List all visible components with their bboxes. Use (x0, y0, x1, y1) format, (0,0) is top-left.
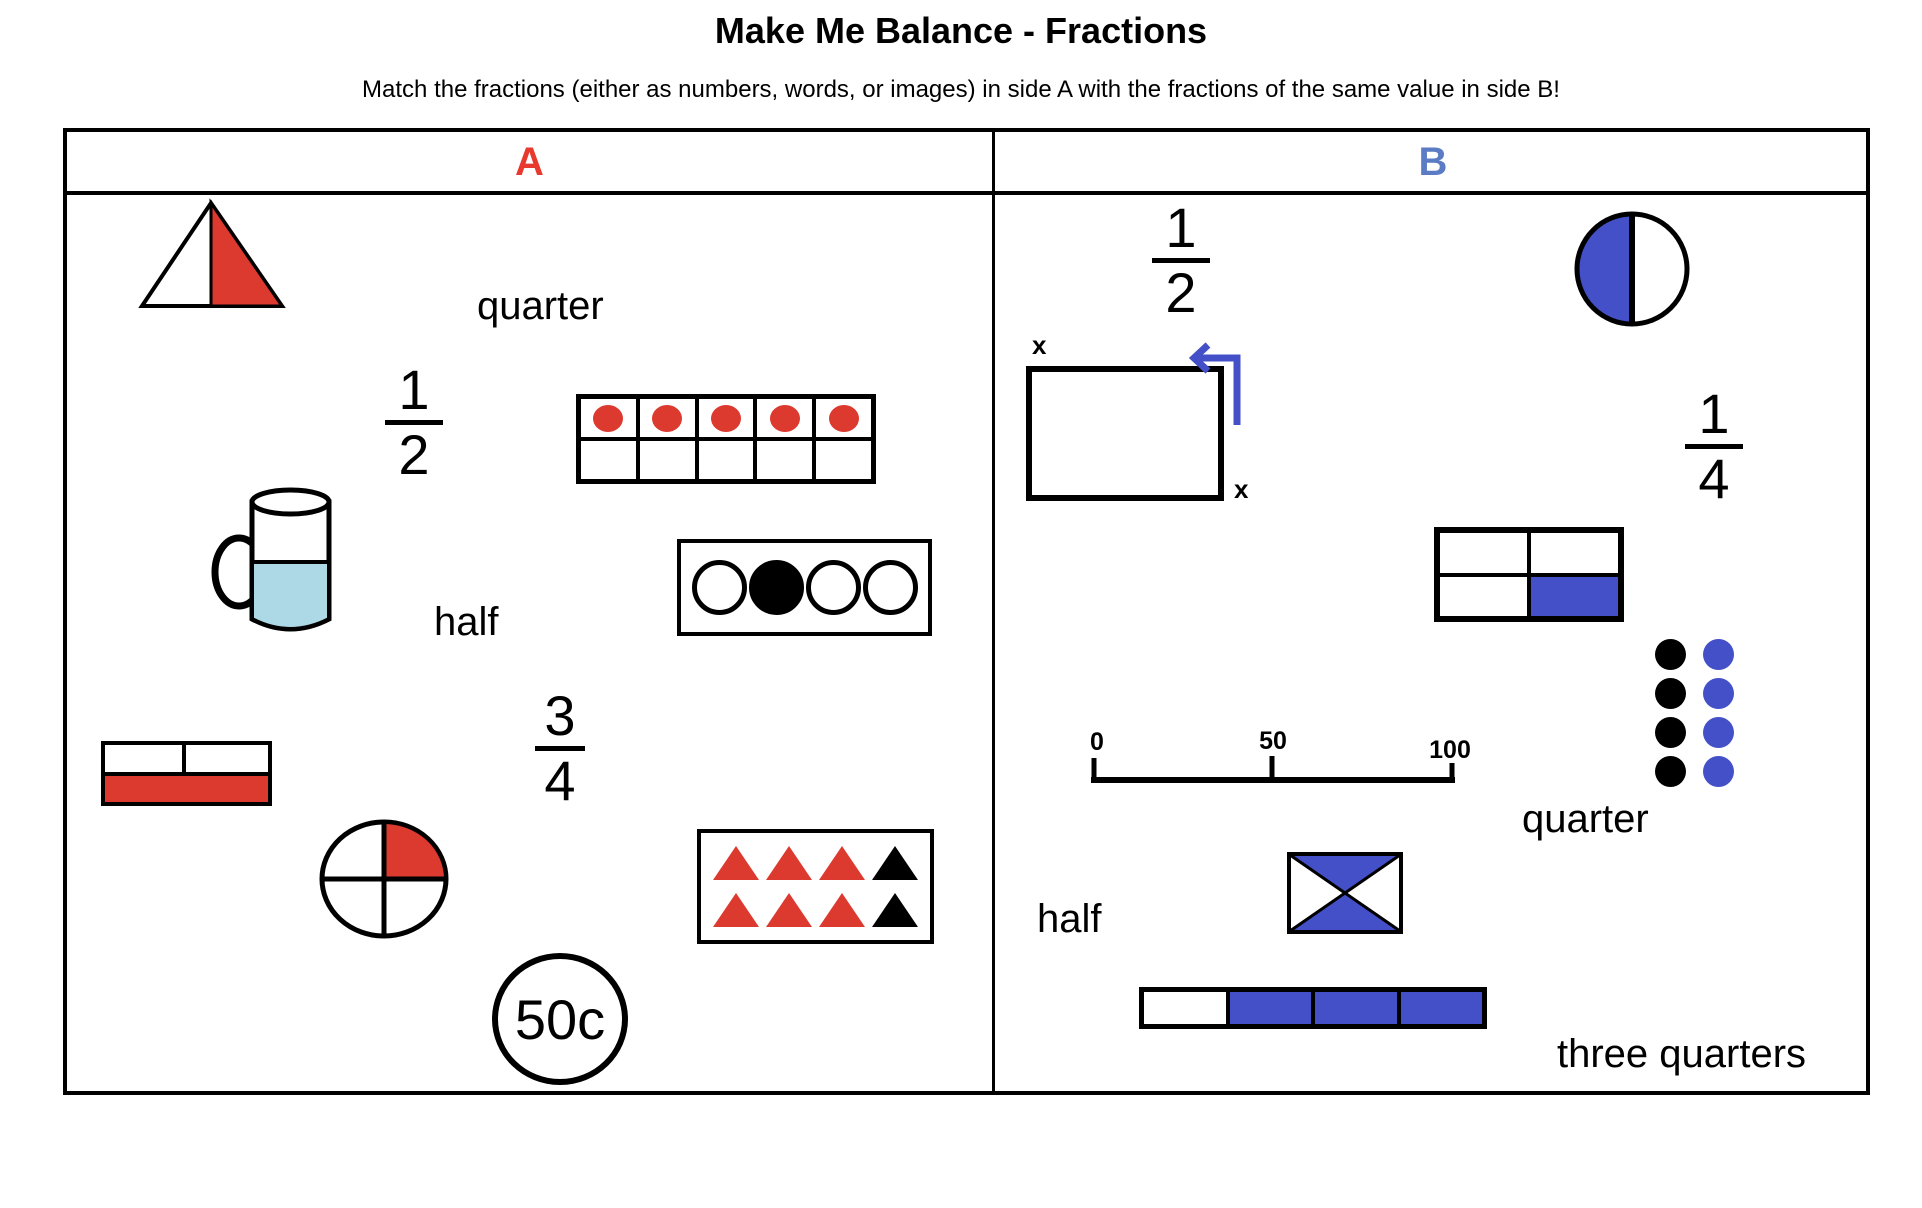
rect-corner-label-bottom: x (1234, 474, 1249, 504)
grid-cell (1438, 531, 1529, 575)
fraction-bar (385, 420, 443, 426)
fraction-bar-half-red-icon (101, 741, 272, 806)
strip-cell-shaded (1398, 990, 1484, 1026)
triangle-half-red-icon (138, 198, 286, 308)
word-quarter-a: quarter (477, 284, 604, 328)
dot-array-icon (1655, 639, 1734, 787)
fraction-denominator: 2 (398, 423, 430, 487)
fifty-cent-coin-icon: 50c (492, 953, 628, 1085)
blue-dot-icon (1703, 678, 1734, 709)
counter-circle-filled (748, 560, 804, 615)
fraction-numerator: 3 (544, 684, 576, 747)
circle-quarter-red-icon (319, 819, 449, 939)
black-dot-icon (1655, 678, 1686, 709)
fraction-bar (1685, 444, 1743, 450)
strip-cell-shaded (1227, 990, 1313, 1026)
fraction-denominator: 4 (1698, 447, 1730, 511)
fraction-one-half-b: 1 2 (1146, 196, 1216, 325)
word-three-quarters-b: three quarters (1557, 1032, 1807, 1076)
fraction-one-half-a: 1 2 (379, 358, 449, 487)
blue-dot-icon (1703, 717, 1734, 748)
black-dot-icon (1655, 756, 1686, 787)
circle-half-blue-icon (1574, 211, 1690, 327)
fraction-bar (1152, 258, 1210, 264)
red-triangle-icon (713, 846, 759, 880)
counter-strip-icon (677, 539, 932, 636)
word-half-a: half (434, 600, 499, 644)
grid-cell-shaded (1529, 574, 1620, 618)
fraction-bar-shaded (105, 771, 268, 802)
fraction-numerator: 1 (1698, 382, 1730, 445)
fraction-bar-cell (105, 745, 186, 772)
worksheet-table: A B quarter 1 2 half (63, 128, 1870, 1095)
red-dot-icon (710, 404, 741, 432)
fraction-numerator: 1 (1165, 196, 1197, 259)
coin-label: 50c (514, 987, 606, 1051)
blue-dot-icon (1703, 639, 1734, 670)
bowtie-half-blue-icon (1287, 852, 1403, 934)
black-triangle-icon (872, 846, 918, 880)
rect-corner-label-top: x (1032, 330, 1047, 360)
ten-frame-cell (579, 397, 638, 439)
strip-cell-shaded (1313, 990, 1399, 1026)
grid-cell (1438, 574, 1529, 618)
table-header-row (67, 132, 1866, 195)
fraction-bar-cell (186, 745, 268, 772)
red-triangle-icon (819, 893, 865, 927)
column-header-b: B (1418, 140, 1448, 184)
fraction-denominator: 2 (1165, 261, 1197, 325)
counter-circle (862, 560, 918, 615)
number-line-tick-label: 50 (1259, 727, 1287, 755)
empty-rectangle-icon (1026, 366, 1224, 501)
red-triangle-icon (819, 846, 865, 880)
number-line-tick-label: 100 (1429, 736, 1471, 764)
word-half-b: half (1037, 897, 1102, 941)
red-dot-icon (652, 404, 683, 432)
number-line-0-100-icon: 0 50 100 (1090, 727, 1471, 783)
strip-cell (1142, 990, 1228, 1026)
half-full-mug-icon (211, 487, 332, 632)
fraction-denominator: 4 (544, 749, 576, 813)
fraction-bar (535, 746, 585, 752)
red-triangle-icon (713, 893, 759, 927)
red-triangle-icon (766, 846, 812, 880)
black-dot-icon (1655, 717, 1686, 748)
ten-frame-cell (814, 439, 873, 481)
triangle-array-icon (697, 829, 934, 944)
ten-frame-cell (696, 397, 756, 439)
page-title: Make Me Balance - Fractions (714, 10, 1208, 51)
ten-frame-icon (576, 394, 876, 484)
red-dot-icon (828, 404, 859, 432)
column-header-a: A (515, 140, 544, 184)
grid-2x2-quarter-blue-icon (1434, 527, 1624, 622)
blue-dot-icon (1703, 756, 1734, 787)
black-dot-icon (1655, 639, 1686, 670)
red-dot-icon (769, 404, 800, 432)
fraction-one-quarter-b: 1 4 (1679, 382, 1749, 511)
fraction-numerator: 1 (398, 358, 430, 421)
grid-cell (1529, 531, 1620, 575)
fraction-bar-top (105, 745, 268, 772)
ten-frame-cell (755, 397, 815, 439)
triangle-row (713, 893, 918, 927)
fraction-strip-three-quarters-blue-icon (1139, 987, 1487, 1029)
triangle-row (713, 846, 918, 880)
black-triangle-icon (872, 893, 918, 927)
counter-circle (805, 560, 861, 615)
red-triangle-icon (766, 893, 812, 927)
ten-frame-cell (755, 439, 815, 481)
fraction-three-quarters-a: 3 4 (525, 684, 595, 813)
ten-frame-cell (579, 439, 638, 481)
page-subtitle: Match the fractions (either as numbers, … (362, 76, 1560, 103)
ten-frame-cell (814, 397, 873, 439)
red-dot-icon (593, 404, 624, 432)
ten-frame-cell (696, 439, 756, 481)
ten-frame-cell (637, 397, 697, 439)
number-line-tick-label: 0 (1090, 728, 1104, 756)
blue-elbow-arrow-icon (1188, 342, 1241, 425)
column-divider (992, 132, 995, 1091)
word-quarter-b: quarter (1522, 797, 1649, 841)
ten-frame-cell (637, 439, 697, 481)
counter-circle (691, 560, 747, 615)
